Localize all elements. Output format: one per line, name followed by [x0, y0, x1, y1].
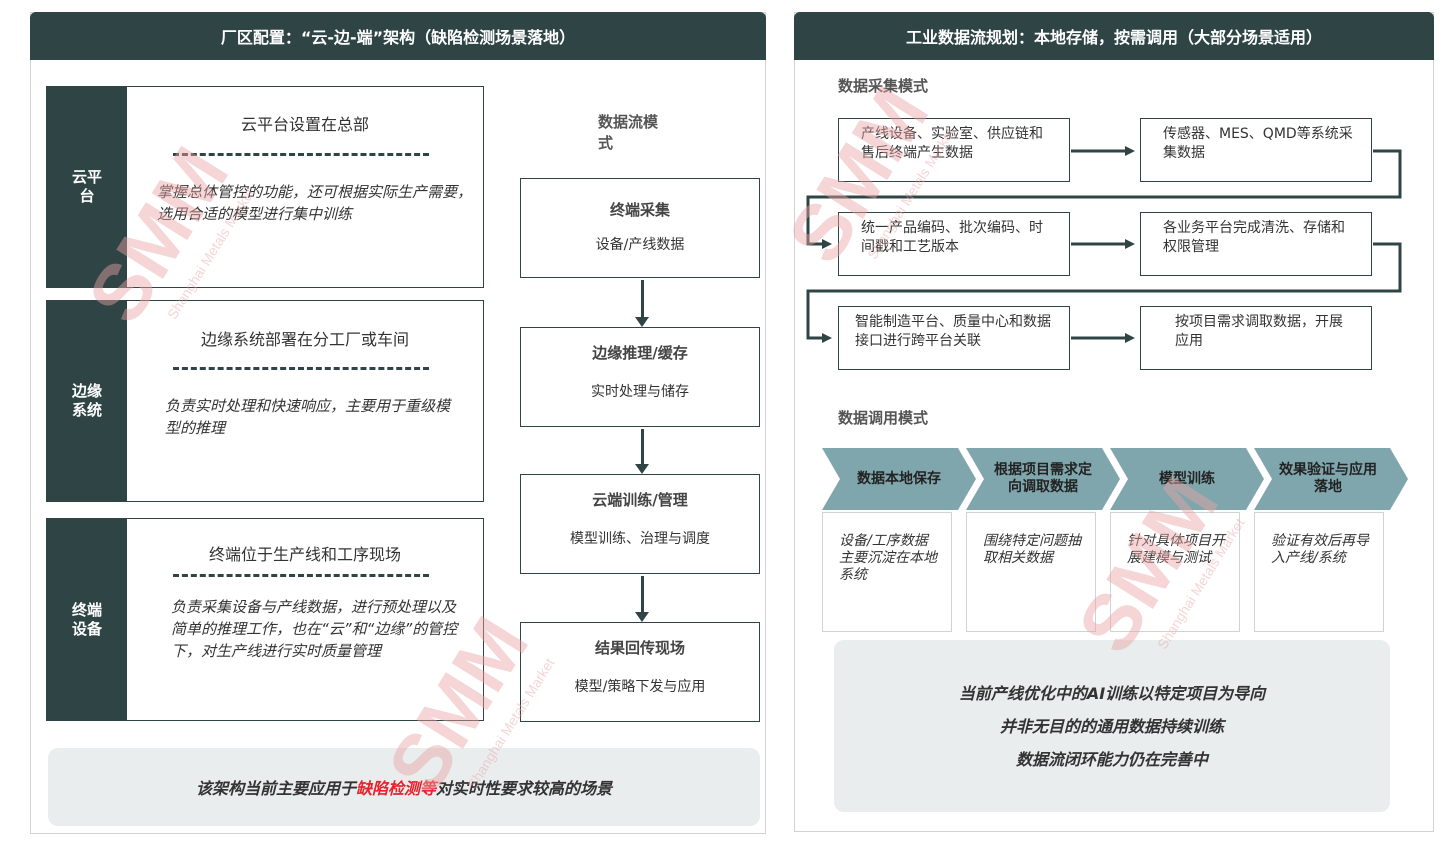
flow-step-edge-sub: 实时处理与储存 — [591, 384, 689, 400]
flow-step-edge-title: 边缘推理/缓存 — [592, 344, 688, 362]
step-desc-4: 验证有效后再导入产线/系统 — [1254, 512, 1384, 632]
step-desc-2: 围绕特定问题抽取相关数据 — [966, 512, 1096, 632]
left-note: 该架构当前主要应用于缺陷检测等对实时性要求较高的场景 — [48, 748, 760, 826]
tier-edge-divider — [173, 367, 429, 370]
right-panel-header: 工业数据流规划：本地存储，按需调用（大部分场景适用） — [794, 12, 1434, 60]
tier-terminal-title: 终端位于生产线和工序现场 — [208, 545, 401, 564]
tier-edge-label: 边缘 系统 — [47, 301, 127, 501]
flow-step-cloud: 云端训练/管理 模型训练、治理与调度 — [520, 474, 760, 574]
right-note-line-2: 并非无目的的通用数据持续训练 — [999, 716, 1224, 736]
collect-box-2: 传感器、MES、QMD等系统采集数据 — [1140, 118, 1372, 182]
tier-cloud-divider — [173, 153, 429, 156]
tier-cloud-desc: 掌握总体管控的功能，还可根据实际生产需要，选用合适的模型进行集中训练 — [157, 183, 473, 223]
collect-section-title: 数据采集模式 — [838, 77, 929, 95]
tier-terminal-divider — [173, 574, 429, 577]
flow-step-return-sub: 模型/策略下发与应用 — [574, 679, 706, 695]
flow-arrow-3 — [635, 576, 649, 622]
collect-box-3: 统一产品编码、批次编码、时间戳和工艺版本 — [838, 212, 1070, 276]
right-note-line-1: 当前产线优化中的AI训练以特定项目为导向 — [958, 683, 1266, 703]
tier-terminal: 终端 设备 终端位于生产线和工序现场 负责采集设备与产线数据，进行预处理以及简单… — [46, 518, 484, 721]
chevron-step-2-label: 根据项目需求定向调取数据 — [994, 462, 1092, 495]
flow-step-return-title: 结果回传现场 — [594, 639, 685, 657]
chevron-step-4-label: 效果验证与应用落地 — [1279, 462, 1377, 495]
flow-step-collect: 终端采集 设备/产线数据 — [520, 178, 760, 278]
flow-arrow-2 — [635, 429, 649, 474]
left-note-highlight: 缺陷检测等 — [355, 779, 436, 798]
tier-edge: 边缘 系统 边缘系统部署在分工厂或车间 负责实时处理和快速响应，主要用于重级模型… — [46, 300, 484, 502]
tier-edge-title: 边缘系统部署在分工厂或车间 — [200, 330, 409, 349]
chevron-step-3-label: 模型训练 — [1159, 470, 1215, 487]
flow-step-return: 结果回传现场 模型/策略下发与应用 — [520, 622, 760, 722]
collect-box-4: 各业务平台完成清洗、存储和权限管理 — [1140, 212, 1372, 276]
step-desc-1: 设备/工序数据主要沉淀在本地系统 — [822, 512, 952, 632]
flow-step-edge: 边缘推理/缓存 实时处理与储存 — [520, 327, 760, 427]
collect-box-5: 智能制造平台、质量中心和数据接口进行跨平台关联 — [838, 306, 1070, 370]
step-desc-3: 针对具体项目开展建模与测试 — [1110, 512, 1240, 632]
flow-title: 数据流模 式 — [598, 113, 659, 152]
left-panel-header: 厂区配置：“云-边-端”架构（缺陷检测场景落地） — [30, 12, 766, 60]
tier-edge-desc: 负责实时处理和快速响应，主要用于重级模型的推理 — [165, 397, 451, 437]
right-note-line-3: 数据流闭环能力仍在完善中 — [1015, 749, 1208, 769]
left-note-pre: 该架构当前主要应用于 — [195, 779, 356, 798]
tier-cloud-label: 云平 台 — [47, 87, 127, 287]
right-note: 当前产线优化中的AI训练以特定项目为导向 并非无目的的通用数据持续训练 数据流闭… — [834, 640, 1390, 812]
flow-step-cloud-sub: 模型训练、治理与调度 — [570, 531, 710, 547]
tier-terminal-label: 终端 设备 — [47, 519, 127, 720]
chevron-step-1-label: 数据本地保存 — [857, 470, 941, 487]
tier-cloud: 云平 台 云平台设置在总部 掌握总体管控的功能，还可根据实际生产需要，选用合适的… — [46, 86, 484, 288]
flow-step-cloud-title: 云端训练/管理 — [592, 491, 688, 509]
tier-cloud-title: 云平台设置在总部 — [240, 115, 369, 134]
tier-terminal-desc: 负责采集设备与产线数据，进行预处理以及简单的推理工作，也在“云”和“边缘”的管控… — [171, 598, 458, 660]
flow-arrow-1 — [635, 280, 649, 327]
use-section-title: 数据调用模式 — [838, 409, 929, 427]
left-note-post: 对实时性要求较高的场景 — [436, 779, 613, 798]
collect-box-1: 产线设备、实验室、供应链和售后终端产生数据 — [838, 118, 1070, 182]
flow-step-collect-title: 终端采集 — [609, 201, 670, 219]
flow-step-collect-sub: 设备/产线数据 — [595, 237, 685, 253]
collect-box-6: 按项目需求调取数据，开展应用 — [1140, 306, 1372, 370]
